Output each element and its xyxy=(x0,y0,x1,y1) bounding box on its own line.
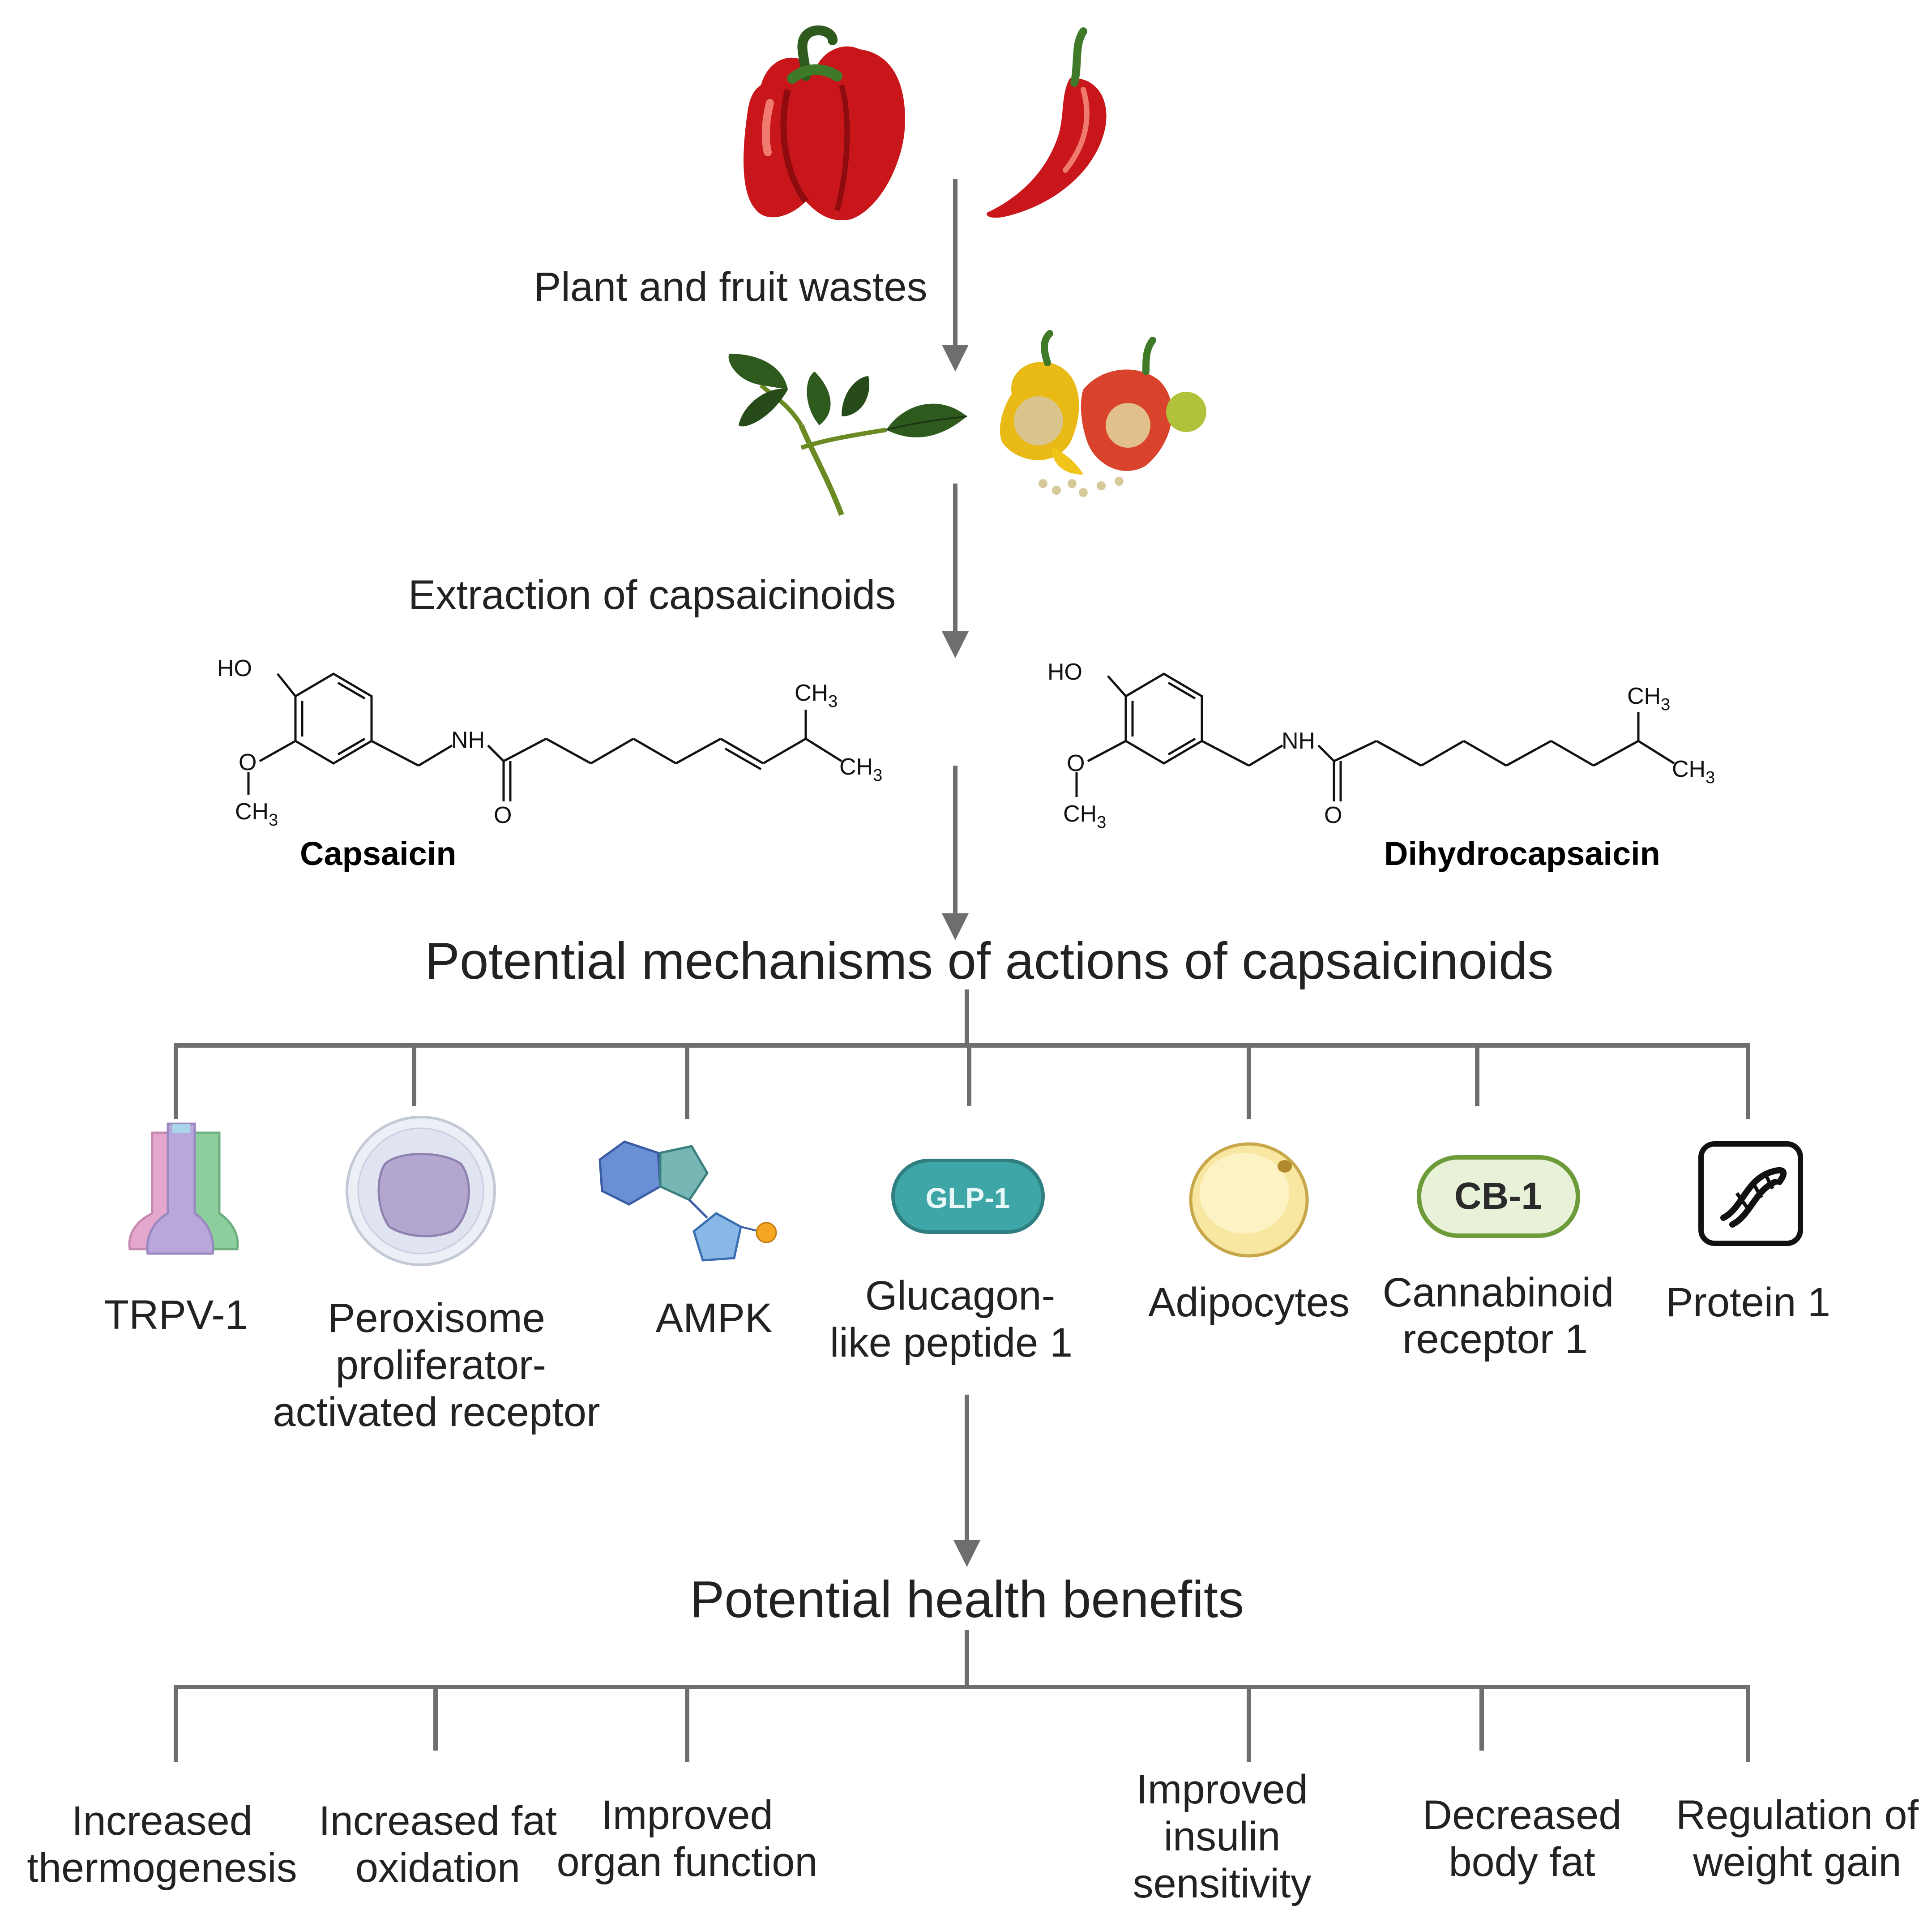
svg-text:insulin: insulin xyxy=(1164,1814,1281,1859)
capsaicin-nh-label: NH xyxy=(451,727,485,753)
benefits-title: Potential health benefits xyxy=(690,1570,1244,1628)
fruit-waste-icon xyxy=(1000,330,1206,497)
svg-text:weight gain: weight gain xyxy=(1693,1839,1901,1885)
ampk-molecule-icon xyxy=(598,1140,777,1262)
benefit-fat-oxidation-label: Increased fat oxidation xyxy=(319,1798,557,1891)
svg-text:body fat: body fat xyxy=(1449,1839,1595,1885)
benefit-thermogenesis-label: Increased thermogenesis xyxy=(27,1798,297,1891)
benefit-organ-function-label: Improved organ function xyxy=(556,1792,817,1885)
svg-text:Increased: Increased xyxy=(72,1798,252,1844)
mechanism-trpv1-label: TRPV-1 xyxy=(104,1292,248,1338)
svg-text:Adipocytes: Adipocytes xyxy=(1148,1280,1350,1325)
svg-text:receptor 1: receptor 1 xyxy=(1402,1316,1588,1362)
svg-text:Improved: Improved xyxy=(1136,1767,1308,1812)
benefit-weight-gain-label: Regulation of weight gain xyxy=(1676,1792,1919,1885)
mechanism-cb1-label: Cannabinoid receptor 1 xyxy=(1383,1270,1614,1362)
mechanism-ampk-label: AMPK xyxy=(656,1295,773,1341)
svg-text:proliferator-: proliferator- xyxy=(336,1342,546,1388)
dihydrocapsaicin-o-label: O xyxy=(1067,750,1085,776)
mechanism-protein1-label: Protein 1 xyxy=(1666,1280,1830,1325)
svg-text:oxidation: oxidation xyxy=(355,1845,520,1891)
svg-text:activated receptor: activated receptor xyxy=(273,1389,600,1435)
leaves-icon xyxy=(728,354,967,516)
capsaicin-ho-label: HO xyxy=(217,655,252,681)
adipocyte-icon xyxy=(1189,1142,1309,1258)
cb1-badge-label: CB-1 xyxy=(1454,1175,1542,1217)
svg-text:Protein 1: Protein 1 xyxy=(1666,1280,1830,1325)
svg-text:sensitivity: sensitivity xyxy=(1133,1861,1312,1906)
svg-text:Peroxisome: Peroxisome xyxy=(328,1295,545,1341)
svg-text:Increased fat: Increased fat xyxy=(319,1798,557,1844)
mechanism-glp1-label: Glucagon- like peptide 1 xyxy=(830,1273,1073,1366)
dihydrocapsaicin-structure: HO O CH3 NH O CH3 CH3 xyxy=(1047,659,1715,832)
capsaicin-ch3-top-label: CH3 xyxy=(795,680,838,711)
bell-pepper-icon xyxy=(744,25,905,220)
mechanisms-title: Potential mechanisms of actions of capsa… xyxy=(425,932,1553,990)
benefit-insulin-sensitivity-label: Improved insulin sensitivity xyxy=(1133,1767,1312,1906)
capsaicin-ch3-right-label: CH3 xyxy=(839,754,882,785)
svg-text:like peptide 1: like peptide 1 xyxy=(830,1320,1073,1366)
benefit-body-fat-label: Decreased body fat xyxy=(1423,1792,1622,1885)
mechanisms-connector xyxy=(174,989,1750,1119)
svg-text:Decreased: Decreased xyxy=(1423,1792,1622,1838)
dihydrocapsaicin-carbonyl-o-label: O xyxy=(1324,802,1342,828)
dihydrocapsaicin-ch3-top-label: CH3 xyxy=(1627,683,1670,714)
capsaicin-name: Capsaicin xyxy=(300,835,457,872)
nucleus-cell-icon xyxy=(346,1116,496,1266)
benefits-connector xyxy=(174,1630,1750,1762)
dihydrocapsaicin-name: Dihydrocapsaicin xyxy=(1384,835,1660,872)
svg-text:TRPV-1: TRPV-1 xyxy=(104,1292,248,1338)
capsaicin-carbonyl-o-label: O xyxy=(494,802,512,828)
plant-waste-label: Plant and fruit wastes xyxy=(534,264,928,310)
svg-text:thermogenesis: thermogenesis xyxy=(27,1845,297,1891)
svg-text:Regulation of: Regulation of xyxy=(1676,1792,1919,1838)
dihydrocapsaicin-ch3-right-label: CH3 xyxy=(1672,756,1715,787)
dihydrocapsaicin-ho-label: HO xyxy=(1047,659,1082,685)
svg-text:organ function: organ function xyxy=(556,1839,817,1885)
chili-pepper-icon xyxy=(987,27,1107,218)
svg-text:Improved: Improved xyxy=(601,1792,773,1838)
protein-dna-icon xyxy=(1698,1141,1803,1246)
capsaicin-o-label: O xyxy=(239,749,256,775)
svg-text:Glucagon-: Glucagon- xyxy=(865,1273,1055,1319)
dihydrocapsaicin-nh-label: NH xyxy=(1282,728,1315,754)
mechanism-ppar-label: Peroxisome proliferator- activated recep… xyxy=(273,1295,600,1435)
capsaicin-structure: HO O CH3 NH O CH3 CH3 xyxy=(217,655,882,830)
svg-text:Cannabinoid: Cannabinoid xyxy=(1383,1270,1614,1315)
svg-text:AMPK: AMPK xyxy=(656,1295,773,1341)
ion-channel-icon xyxy=(128,1122,239,1255)
glp1-badge-label: GLP-1 xyxy=(926,1182,1010,1214)
dihydrocapsaicin-methoxy-ch3-label: CH3 xyxy=(1063,801,1106,832)
cb1-badge-icon: CB-1 xyxy=(1417,1155,1580,1238)
mechanism-adipocytes-label: Adipocytes xyxy=(1148,1280,1350,1325)
glp1-badge-icon: GLP-1 xyxy=(891,1159,1045,1234)
extraction-label: Extraction of capsaicinoids xyxy=(408,572,896,618)
capsaicin-methoxy-ch3-label: CH3 xyxy=(235,799,278,830)
